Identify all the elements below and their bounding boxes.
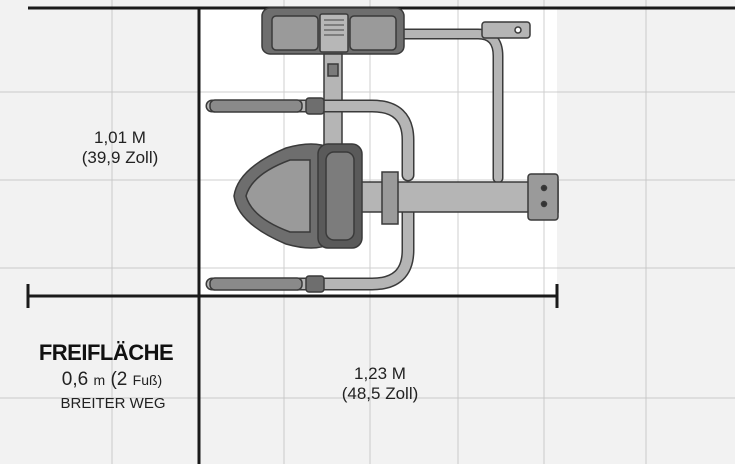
length-imperial: (48,5 Zoll) bbox=[341, 384, 419, 404]
machine-illustration bbox=[205, 7, 559, 293]
clearance-caption: BREITER WEG bbox=[60, 395, 166, 413]
clearance-value: 0,6 bbox=[61, 369, 89, 391]
length-dimension-label: 1,23 M (48,5 Zoll) bbox=[310, 364, 450, 405]
main-rail bbox=[349, 181, 559, 213]
width-metric: 1,01 M bbox=[94, 128, 146, 147]
width-imperial: (39,9 Zoll) bbox=[81, 148, 159, 168]
clearance-unit: m bbox=[93, 372, 106, 389]
clearance-imperial-unit: Fuß) bbox=[132, 372, 163, 389]
clearance-imperial-value: (2 bbox=[110, 369, 128, 391]
length-metric: 1,23 M bbox=[354, 364, 406, 383]
clearance-block: FREIFLÄCHE 0,6 m (2 Fuß) BREITER WEG bbox=[18, 340, 194, 413]
clearance-value-line: 0,6 m (2 Fuß) bbox=[18, 369, 194, 392]
width-dimension-label: 1,01 M (39,9 Zoll) bbox=[60, 128, 180, 169]
clearance-title: FREIFLÄCHE bbox=[38, 340, 174, 365]
